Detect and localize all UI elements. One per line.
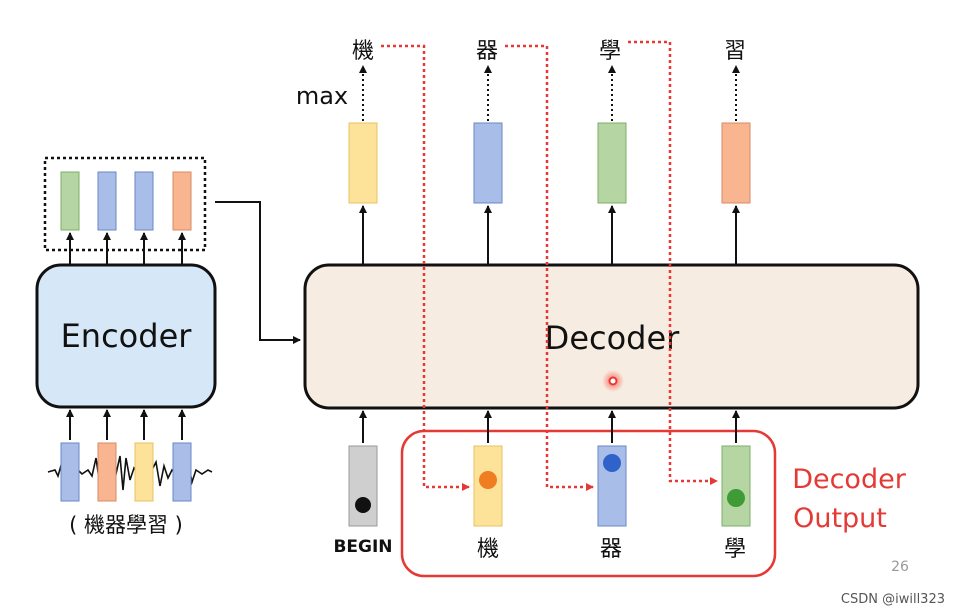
decoder-output-label-line2: Output [793,503,887,534]
encoder-output-vector [97,171,117,231]
decoder-input-label: 機 [477,537,499,562]
decoder-output-vector [473,122,503,204]
decoder-input-label: 器 [600,537,622,562]
decoder-input-dot [603,454,621,472]
begin-label: BEGIN [333,537,392,557]
encoder-input-arrows [66,409,186,440]
max-arrows [359,65,740,121]
encoder-input-caption: ( 機器學習 ) [69,513,183,537]
encoder-block [35,263,217,409]
input-frame-vector [97,442,117,502]
decoder-up-arrows [359,205,740,265]
decoder-output-vector [348,122,378,204]
decoder-input-arrows [359,410,740,443]
encoder-output-vector [172,171,192,231]
begin-token-vector [348,445,378,527]
output-token: 器 [476,39,498,64]
decoder-label: Decoder [545,319,681,357]
encoder-output-vector [60,171,80,231]
decoder-output-label-line1: Decoder [792,464,907,495]
begin-token-dot [355,497,371,513]
decoder-input-label: 學 [724,537,746,562]
decoder-output-vector [597,122,627,204]
decoder-input-dot [727,489,745,507]
output-token: 學 [599,39,621,64]
decoder-output-vector [721,122,751,204]
watermark: CSDN @iwill323 [841,592,945,607]
output-token: 習 [724,39,746,64]
encoder-output-group [43,156,207,252]
glow-marker-ring [608,376,618,386]
encoder-label: Encoder [61,317,193,355]
input-frame-vector [60,442,80,502]
decoder-output-highlight [400,429,777,578]
output-token: 機 [352,39,374,64]
input-frame-vector [134,442,154,502]
decoder-input-dot [479,471,497,489]
page-number: 26 [891,559,909,575]
input-frame-vector [172,442,192,502]
max-label: max [296,82,348,110]
encoder-up-arrows [66,232,186,265]
feedback-arrows [381,40,718,491]
decoder-input-vector [721,445,751,527]
encoder-output-vector [134,171,154,231]
encoder-to-decoder-arrow [215,201,301,344]
